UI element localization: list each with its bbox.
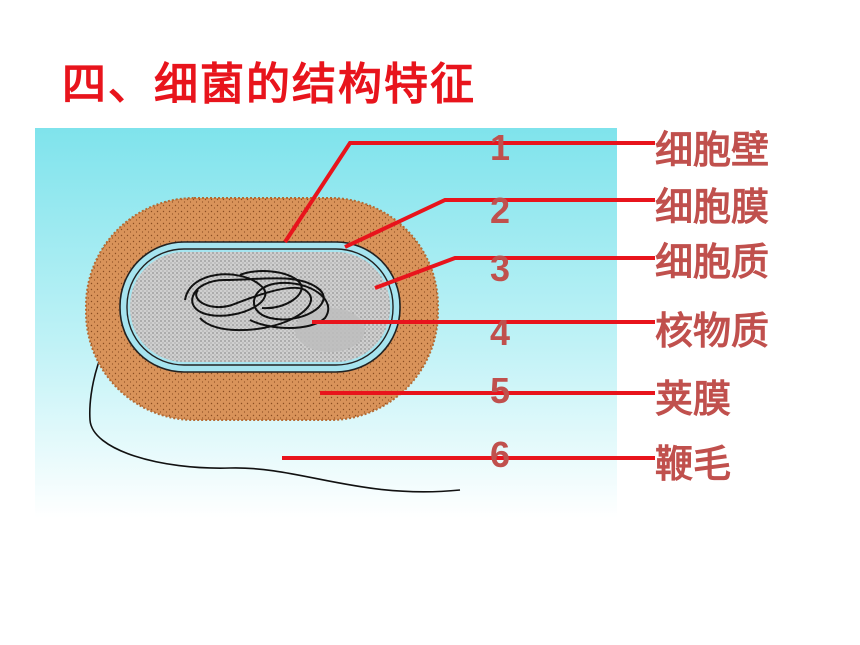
cytoplasm-highlight	[295, 308, 365, 352]
part-number-5: 5	[490, 370, 510, 411]
part-number-1: 1	[490, 127, 510, 168]
part-number-2: 2	[490, 190, 510, 231]
leader-line-1	[283, 141, 655, 244]
cell-membrane-shape	[126, 248, 394, 366]
nuclear-material-shape	[184, 270, 330, 332]
part-number-4: 4	[490, 312, 510, 353]
leader-line-3	[374, 256, 655, 290]
leader-line-2	[344, 198, 655, 249]
part-label-5: 荚膜	[655, 377, 731, 421]
part-label-1: 细胞壁	[655, 128, 769, 172]
part-number-6: 6	[490, 434, 510, 475]
flagellum-shape	[88, 311, 461, 493]
part-label-3: 细胞质	[655, 240, 769, 284]
part-label-6: 鞭毛	[655, 442, 731, 486]
page-title: 四、细菌的结构特征	[62, 59, 476, 110]
part-label-2: 细胞膜	[655, 185, 769, 229]
part-label-4: 核物质	[655, 309, 769, 353]
part-number-3: 3	[490, 248, 510, 289]
